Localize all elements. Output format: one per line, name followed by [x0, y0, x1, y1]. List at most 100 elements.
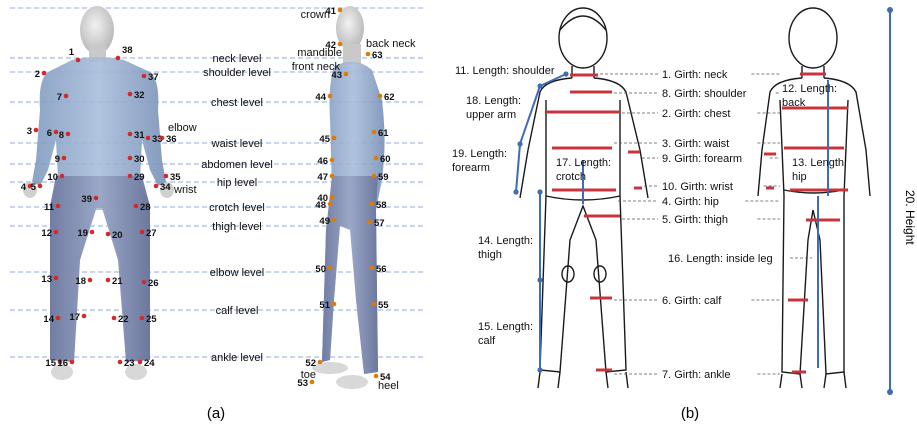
level-label: thigh level: [212, 221, 262, 233]
side-landmark-dot: [332, 136, 337, 141]
length-label: upper arm: [466, 109, 516, 121]
front-landmark-dot: [90, 230, 95, 235]
length-endpoint: [537, 367, 542, 372]
front-landmark-number: 29: [134, 172, 145, 183]
girth-label: 7. Girth: ankle: [662, 369, 730, 381]
length-endpoint: [537, 83, 542, 88]
front-landmark-dot: [70, 360, 75, 365]
length-endpoint: [563, 71, 568, 76]
front-landmark-dot: [94, 196, 99, 201]
heel-label: heel: [378, 380, 399, 392]
front-landmark-number: 7: [57, 92, 62, 103]
side-landmark-number: 50: [315, 264, 326, 275]
length-label: calf: [478, 335, 496, 347]
length-label: hip: [792, 171, 807, 183]
side-landmark-dot: [370, 202, 375, 207]
panel-a-body-scan: 1234567891011121314151617181920212223242…: [10, 6, 425, 392]
side-landmark-dot: [328, 94, 333, 99]
front-landmark-number: 13: [41, 274, 52, 285]
side-landmark-number: 49: [319, 216, 330, 227]
side-landmark-dot: [328, 266, 333, 271]
side-landmark-dot: [372, 302, 377, 307]
side-landmark-number: 45: [319, 134, 330, 145]
front-landmark-number: 3: [27, 126, 32, 137]
front-landmark-number: 2: [35, 69, 40, 80]
length-label: 14. Length:: [478, 235, 533, 247]
front-landmark-dot: [146, 136, 151, 141]
girth-label: 10. Girth: wrist: [662, 181, 733, 193]
front-landmark-number: 32: [134, 90, 145, 101]
level-label: waist level: [211, 138, 263, 150]
front-landmark-dot: [62, 156, 67, 161]
side-landmark-dot: [344, 72, 349, 77]
side-landmark-dot: [338, 42, 343, 47]
side-landmark-number: 60: [380, 154, 391, 165]
front-landmark-dot: [118, 360, 123, 365]
front-landmark-dot: [138, 360, 143, 365]
front-landmark-dot: [54, 276, 59, 281]
side-landmark-number: 56: [376, 264, 387, 275]
front-landmark-number: 37: [148, 72, 159, 83]
side-landmark-number: 48: [315, 200, 326, 211]
level-label: neck level: [213, 53, 262, 65]
front-landmark-number: 31: [134, 130, 145, 141]
elbow-label: elbow: [168, 122, 197, 134]
side-landmark-dot: [374, 156, 379, 161]
girth-label: 6. Girth: calf: [662, 295, 722, 307]
side-landmark-dot: [332, 218, 337, 223]
caption-a: (a): [207, 405, 225, 422]
side-landmark-dot: [372, 174, 377, 179]
girth-label: 1. Girth: neck: [662, 69, 728, 81]
length-label: 12. Length:: [782, 83, 837, 95]
side-landmark-dot: [374, 374, 379, 379]
front-landmark-dot: [140, 230, 145, 235]
girth-label: 5. Girth: thigh: [662, 214, 728, 226]
back-neck-label: back neck: [366, 38, 416, 50]
front-landmark-dot: [112, 316, 117, 321]
front-landmark-dot: [128, 132, 133, 137]
front-landmark-number: 26: [148, 278, 159, 289]
wrist-label: wrist: [173, 184, 197, 196]
front-landmark-number: 23: [124, 358, 135, 369]
front-landmark-dot: [42, 71, 47, 76]
level-label: shoulder level: [203, 67, 271, 79]
front-landmark-number: 9: [55, 154, 60, 165]
front-landmark-number: 18: [75, 276, 86, 287]
level-label: ankle level: [211, 352, 263, 364]
front-landmark-dot: [106, 278, 111, 283]
back-sketch: [758, 8, 870, 388]
front-landmark-dot: [128, 92, 133, 97]
side-landmark-number: 51: [319, 300, 330, 311]
front-landmark-dot: [106, 232, 111, 237]
front-landmark-number: 15: [45, 358, 56, 369]
front-landmark-dot: [56, 204, 61, 209]
girth-label: 8. Girth: shoulder: [662, 88, 747, 100]
side-landmark-dot: [328, 202, 333, 207]
crown-label: crown: [301, 9, 330, 21]
front-landmark-dot: [88, 278, 93, 283]
front-landmark-number: 16: [57, 358, 68, 369]
front-landmark-number: 12: [41, 228, 52, 239]
front-landmark-dot: [66, 132, 71, 137]
front-landmark-number: 19: [77, 228, 88, 239]
front-landmark-dot: [64, 94, 69, 99]
front-landmark-number: 28: [140, 202, 151, 213]
front-landmark-dot: [56, 316, 61, 321]
side-landmark-dot: [338, 8, 343, 13]
length-label: crotch: [556, 171, 586, 183]
length-endpoint: [517, 141, 522, 146]
level-label: calf level: [216, 305, 259, 317]
front-landmark-number: 38: [122, 45, 133, 56]
length-endpoint: [537, 277, 542, 282]
girth-label: 9. Girth: forearm: [662, 153, 742, 165]
front-landmark-dot: [60, 174, 65, 179]
front-landmark-number: 22: [118, 314, 129, 325]
front-landmark-number: 5: [31, 182, 37, 193]
front-landmark-dot: [128, 156, 133, 161]
height-top-dot: [887, 7, 893, 13]
length-line: [520, 86, 540, 144]
length-label: 18. Length:: [466, 95, 521, 107]
length-label: 15. Length:: [478, 321, 533, 333]
front-landmark-number: 30: [134, 154, 145, 165]
